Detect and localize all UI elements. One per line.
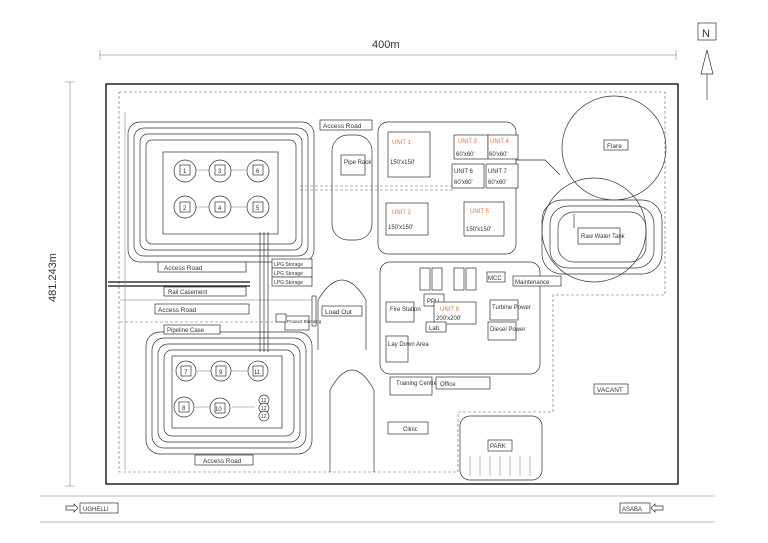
tank-1: 1	[183, 169, 187, 175]
direction-ughelli: UGHELLI	[83, 507, 109, 513]
height-label: 481.243m	[47, 253, 59, 302]
highway: UGHELLI ASABA	[40, 495, 715, 523]
north-arrow-icon: N	[697, 22, 717, 100]
access-road-top: Access Road	[323, 123, 362, 130]
unit-8-name: UNIT 8	[440, 307, 460, 313]
lpg-storage-1: LPG Storage	[274, 262, 303, 268]
north-label: N	[702, 28, 710, 40]
vacant: VACANT	[597, 387, 623, 394]
unit-8-size: 200'x200'	[436, 316, 461, 322]
unit-7-size: 60'x60'	[488, 180, 507, 186]
maintenance: Maintenance	[515, 280, 550, 286]
load-out: Load Out	[325, 309, 352, 316]
unit-6-size: 60'x60'	[454, 180, 473, 186]
tank-10: 10	[215, 407, 222, 413]
access-road-bottom: Access Road	[203, 458, 242, 465]
unit-3-name: UNIT 3	[458, 139, 478, 145]
utilities-area	[379, 261, 541, 375]
height-dimension: 481.243m	[47, 81, 75, 487]
unit-1-size: 150'x150'	[390, 160, 415, 166]
tank-7: 7	[184, 370, 188, 376]
unit-4-name: UNIT 4	[490, 139, 510, 145]
interconnect-pipes	[259, 232, 269, 352]
unit-1-name: UNIT 1	[392, 140, 412, 146]
tank-5: 5	[256, 206, 260, 212]
access-road-mid: Access Road	[164, 265, 203, 272]
lay-down-area: Lay Down Area	[388, 342, 429, 348]
flare-label: Flare	[607, 143, 622, 150]
access-road-lower: Access Road	[158, 307, 197, 314]
tank-3: 3	[218, 169, 222, 175]
rail-casement: Rail Casement	[168, 290, 208, 296]
fire-station: Fire Station	[390, 307, 421, 313]
flare-line	[516, 159, 561, 176]
pipe-rack: Pipe Rack	[344, 160, 372, 166]
mcc: MCC	[488, 276, 502, 282]
park: PARK	[490, 444, 506, 450]
tank-4: 4	[218, 206, 222, 212]
north-tank-farm: 1 3 6 2 4 5	[127, 121, 315, 263]
park-area	[459, 415, 543, 481]
raw-water-tank: Raw Water Tank	[581, 234, 626, 240]
turbine-power: Turbine Power	[492, 305, 531, 311]
training-centre: Training Centre	[396, 381, 438, 387]
rail-corridor	[108, 281, 312, 323]
unit-2-size: 150'x150'	[388, 225, 413, 231]
direction-asaba: ASABA	[622, 507, 642, 513]
load-out-loop	[317, 279, 367, 350]
unit-4-size: 60'x60'	[489, 152, 508, 158]
south-road-loop	[329, 369, 375, 472]
lpg-storage-3: LPG Storage	[274, 280, 303, 286]
product-blending: Product Blending	[287, 319, 322, 324]
tank-11: 11	[254, 370, 261, 376]
tank-12a: 12	[261, 398, 267, 404]
width-label: 400m	[372, 39, 400, 51]
unit-2-name: UNIT 2	[392, 210, 412, 216]
unit-5-size: 150'x150'	[466, 227, 491, 233]
diesel-power: Diesel Power	[490, 327, 525, 333]
unit-5-name: UNIT 5	[470, 209, 490, 215]
tank-12b: 12	[261, 406, 267, 412]
tank-6: 6	[256, 169, 260, 175]
site-boundary	[105, 83, 679, 485]
inner-fence	[118, 91, 666, 473]
clinic: Clinic	[403, 427, 418, 433]
tank-2: 2	[183, 206, 187, 212]
lab: Lab.	[429, 326, 441, 332]
unit-6-name: UNIT 6	[454, 169, 474, 175]
tank-8: 8	[182, 406, 186, 412]
unit-7-name: UNIT 7	[488, 169, 508, 175]
ppu: PPU	[427, 299, 439, 305]
tank-9: 9	[219, 370, 223, 376]
lpg-storage: LPG Storage LPG Storage LPG Storage Prod…	[271, 258, 322, 331]
tank-12c: 12	[261, 414, 267, 420]
lpg-storage-2: LPG Storage	[274, 271, 303, 277]
office: Office	[440, 382, 456, 388]
south-tank-farm: 7 9 11 8 10 12 12 12	[145, 331, 313, 455]
pipeline-case: Pipeline Case	[167, 328, 205, 334]
width-dimension: 400m	[99, 39, 677, 60]
unit-3-size: 60'x60'	[456, 152, 475, 158]
